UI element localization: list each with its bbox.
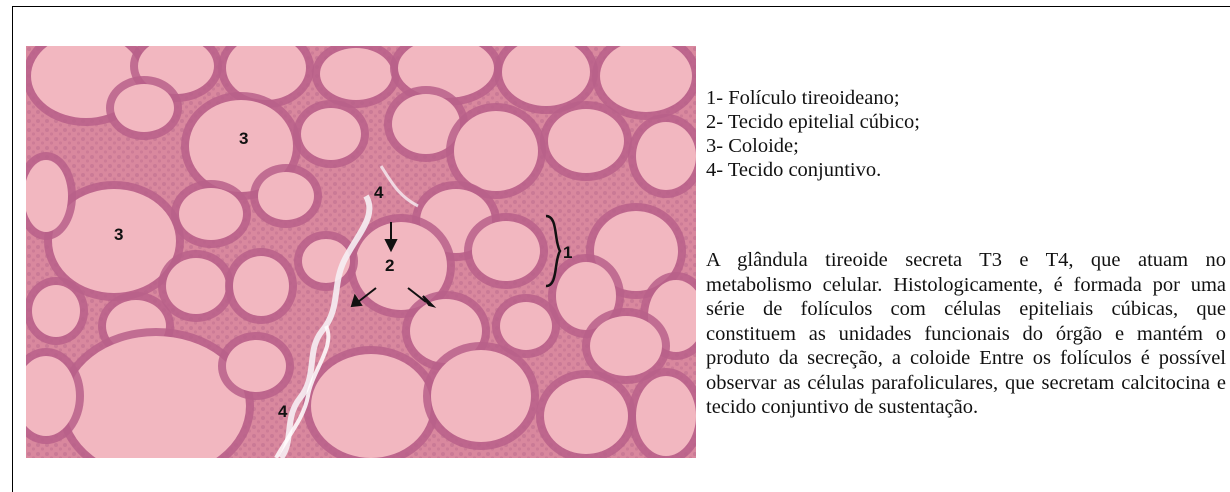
follicle-colloid: [66, 336, 246, 458]
follicle-colloid: [392, 94, 460, 154]
follicle-colloid: [226, 340, 286, 392]
follicle-colloid: [179, 188, 243, 240]
colloid-label-left: 3: [114, 225, 123, 244]
connective-label-top: 4: [374, 183, 384, 202]
follicle-colloid: [26, 160, 68, 232]
follicle-colloid: [431, 350, 531, 442]
legend-item-colloid: 3- Coloide;: [706, 135, 799, 157]
follicle-colloid: [600, 46, 692, 112]
follicle-colloid: [52, 189, 176, 293]
follicle-brace: [545, 214, 562, 288]
follicle-group: [26, 46, 696, 458]
follicle-colloid: [166, 258, 226, 314]
legend-item-follicle: 1- Folículo tireoideano;: [706, 87, 900, 109]
follicle-colloid: [233, 256, 289, 316]
epithelium-arrows: [350, 222, 437, 308]
follicle-colloid: [398, 46, 494, 98]
connective-tissue-bottom: [274, 325, 331, 458]
connective-tissue-branch: [379, 165, 419, 208]
follicle-colloid: [258, 172, 314, 220]
follicle-colloid: [226, 46, 306, 100]
follicle-colloid: [311, 354, 431, 458]
colloid-label-top: 3: [239, 129, 248, 148]
follicle-colloid: [301, 108, 361, 160]
follicle-colloid: [26, 356, 76, 436]
follicle-colloid: [320, 48, 392, 100]
follicle-colloid: [355, 222, 447, 310]
legend-item-connective: 4- Tecido conjuntivo.: [706, 159, 882, 181]
legend-item-epithelium: 2- Tecido epitelial cúbico;: [706, 111, 920, 133]
follicle-colloid: [114, 84, 174, 132]
connective-tissue-top: [278, 194, 373, 458]
follicle-colloid: [636, 122, 696, 190]
connective-label-bottom: 4: [278, 402, 288, 421]
legend: 1- Folículo tireoideano; 2- Tecido epite…: [706, 86, 1226, 182]
follicle-colloid: [544, 378, 628, 454]
follicle-colloid: [500, 302, 552, 350]
follicle-colloid: [454, 111, 538, 191]
description-paragraph: A glândula tireoide secreta T3 e T4, que…: [706, 249, 1226, 418]
thyroid-micrograph: 3 3 4 4 2 1: [26, 46, 696, 458]
follicle-label: 1: [563, 243, 572, 262]
follicle-colloid: [472, 221, 540, 281]
micrograph-svg: 3 3 4 4 2 1: [26, 46, 696, 458]
follicle-colloid: [590, 316, 662, 376]
follicle-colloid: [636, 376, 696, 456]
epithelium-label: 2: [385, 256, 394, 275]
follicle-colloid: [548, 109, 624, 173]
follicle-colloid: [32, 285, 80, 337]
follicle-colloid: [502, 46, 590, 106]
follicle-colloid: [556, 262, 616, 330]
